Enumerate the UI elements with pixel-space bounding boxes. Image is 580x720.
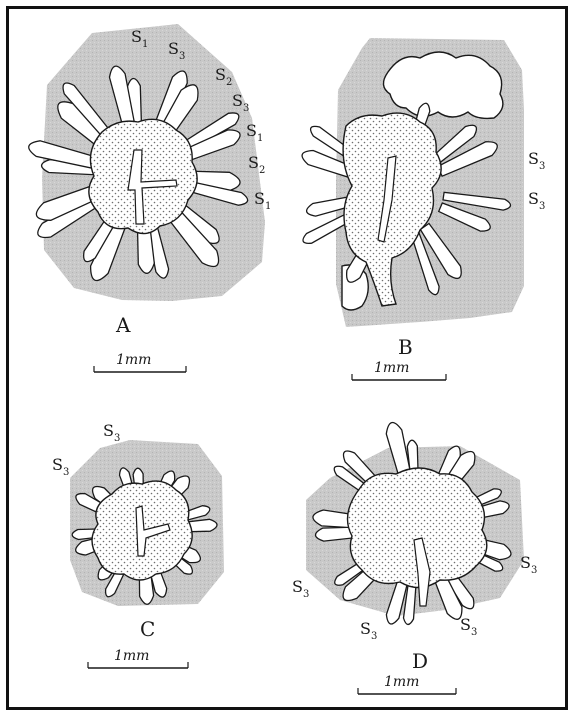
panel-b-annotation-1: S3 [528, 149, 545, 172]
panel-b-letter: B [398, 335, 413, 359]
panel-a-scale-label: 1mm [116, 352, 151, 368]
panel-c [70, 440, 224, 606]
panel-d-letter: D [412, 649, 428, 673]
panel-d-annotation-4: S3 [460, 615, 477, 638]
panel-c-scale-label: 1mm [114, 648, 149, 664]
panel-c-letter: C [140, 617, 155, 641]
panel-d-annotation-1: S3 [292, 577, 309, 600]
panel-c-annotation-2: S3 [52, 455, 69, 478]
panel-a-letter: A [115, 313, 131, 337]
panel-b [302, 38, 524, 327]
panel-d-annotation-2: S3 [520, 553, 537, 576]
panel-b-scale-label: 1mm [374, 360, 409, 376]
panel-b-annotation-2: S3 [528, 189, 545, 212]
panel-c-annotation-1: S3 [103, 421, 120, 444]
panel-d-annotation-3: S3 [360, 619, 377, 642]
panel-d [306, 423, 524, 625]
panel-a [29, 24, 265, 301]
panel-d-scale-label: 1mm [384, 674, 419, 690]
